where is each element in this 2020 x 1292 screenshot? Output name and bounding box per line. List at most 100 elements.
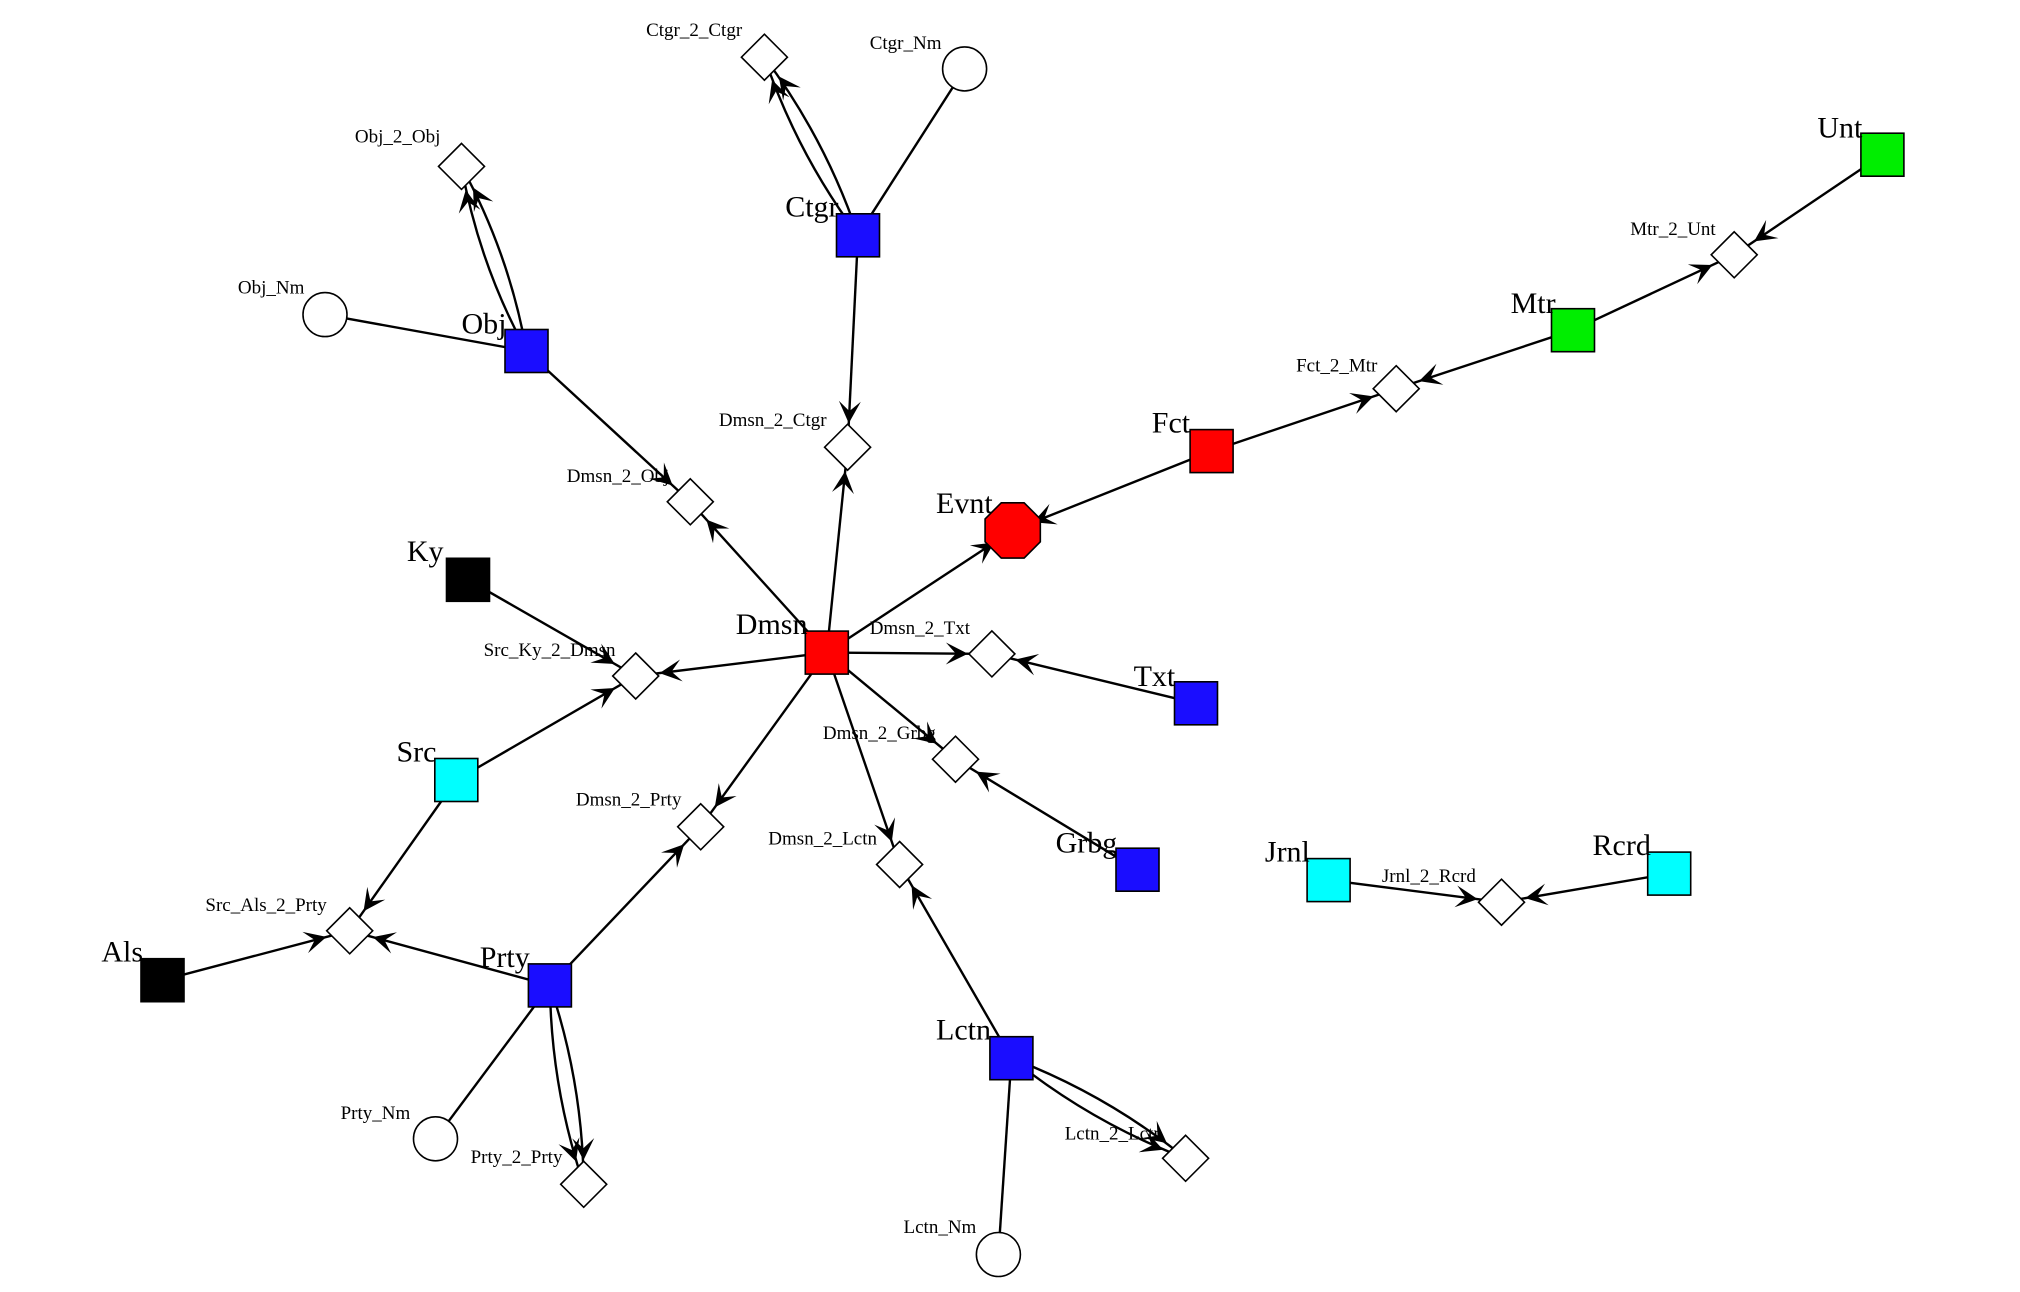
attribute-obj-nm[interactable] bbox=[302, 291, 348, 338]
association-src-als-2-prty[interactable] bbox=[325, 906, 374, 955]
association-label-lctn-2-lctn: Lctn_2_Lctn bbox=[1065, 1124, 1164, 1145]
entity-jrnl[interactable] bbox=[1306, 857, 1351, 903]
entity-label-ctgr: Ctgr bbox=[785, 191, 838, 224]
entity-label-als: Als bbox=[101, 936, 143, 969]
association-mtr-2-unt[interactable] bbox=[1710, 230, 1759, 279]
association-label-dmsn-2-prty: Dmsn_2_Prty bbox=[576, 790, 682, 811]
association-label-jrnl-2-rcrd: Jrnl_2_Rcrd bbox=[1382, 866, 1476, 887]
association-label-fct-2-mtr: Fct_2_Mtr bbox=[1296, 355, 1378, 376]
association-label-dmsn-2-grbg: Dmsn_2_Grbg bbox=[823, 723, 936, 744]
arrow-Dmsn-Evnt bbox=[969, 542, 995, 564]
edge-Obj_Nm bbox=[324, 313, 527, 353]
edge-Lctn_Nm bbox=[997, 1058, 1013, 1255]
association-dmsn-2-obj[interactable] bbox=[666, 477, 715, 526]
arrow-Dmsn_2_Lctn-1 bbox=[911, 885, 933, 910]
entity-label-txt: Txt bbox=[1134, 660, 1176, 693]
edge-Dmsn_2_Obj-1 bbox=[525, 350, 692, 503]
association-label-dmsn-2-ctgr: Dmsn_2_Ctgr bbox=[719, 410, 827, 431]
arrow-Lctn_2_Lctn-a bbox=[1138, 1131, 1164, 1153]
association-prty-2-prty[interactable] bbox=[559, 1160, 608, 1209]
arrow-Prty_2_Prty-b bbox=[572, 1138, 595, 1161]
entity-label-evnt: Evnt bbox=[936, 487, 993, 520]
arrow-Dmsn_2_Ctgr-0 bbox=[832, 471, 854, 495]
entity-label-lctn: Lctn bbox=[936, 1014, 991, 1047]
arrow-Ctgr_2_Ctgr-a bbox=[778, 76, 801, 101]
entity-label-ky: Ky bbox=[407, 535, 444, 568]
node-layer bbox=[140, 33, 1905, 1278]
association-dmsn-2-grbg[interactable] bbox=[931, 735, 980, 784]
edge-Dmsn_2_Lctn-0 bbox=[825, 652, 901, 865]
entity-prty[interactable] bbox=[527, 963, 573, 1008]
edge-Dmsn_2_Prty-1 bbox=[549, 825, 702, 987]
entity-src[interactable] bbox=[433, 757, 479, 803]
entity-rcrd[interactable] bbox=[1646, 851, 1692, 896]
entity-label-prty: Prty bbox=[480, 941, 530, 974]
attribute-prty-nm[interactable] bbox=[412, 1116, 459, 1162]
entity-unt[interactable] bbox=[1860, 132, 1905, 177]
association-label-mtr-2-unt: Mtr_2_Unt bbox=[1630, 219, 1716, 240]
association-label-src-ky-2-dmsn: Src_Ky_2_Dmsn bbox=[484, 640, 616, 661]
entity-ctgr[interactable] bbox=[835, 213, 881, 258]
arrow-Fct_2_Mtr-1 bbox=[1418, 363, 1444, 385]
edge-Dmsn-Evnt bbox=[826, 529, 1014, 654]
entity-label-unt: Unt bbox=[1817, 111, 1863, 144]
attribute-label-ctgr-nm: Ctgr_Nm bbox=[870, 33, 942, 54]
entity-als[interactable] bbox=[140, 957, 185, 1003]
arrow-Dmsn_2_Prty-1 bbox=[661, 844, 685, 868]
arrow-Src_Ky_2_Dmsn-0 bbox=[590, 643, 615, 665]
entity-dmsn[interactable] bbox=[804, 630, 850, 675]
arrow-Src_Als_2_Prty-2 bbox=[372, 932, 397, 954]
association-fct-2-mtr[interactable] bbox=[1372, 364, 1421, 413]
arrow-Lctn_2_Lctn-b bbox=[1142, 1120, 1167, 1144]
association-obj-2-obj[interactable] bbox=[437, 142, 486, 191]
association-src-ky-2-dmsn[interactable] bbox=[611, 651, 660, 701]
arrow-Dmsn_2_Lctn-0 bbox=[874, 817, 896, 842]
association-label-dmsn-2-txt: Dmsn_2_Txt bbox=[870, 618, 971, 639]
entity-label-rcrd: Rcrd bbox=[1593, 829, 1651, 862]
association-lctn-2-lctn[interactable] bbox=[1161, 1134, 1210, 1183]
entity-label-fct: Fct bbox=[1152, 407, 1191, 440]
arrow-layer bbox=[302, 76, 1779, 1162]
arrow-Mtr_2_Unt-1 bbox=[1754, 219, 1779, 242]
arrow-Dmsn_2_Txt-1 bbox=[1015, 654, 1040, 676]
edge-Obj_2_Obj-a bbox=[460, 165, 528, 352]
entity-lctn[interactable] bbox=[989, 1035, 1034, 1081]
arrow-Dmsn_2_Ctgr-1 bbox=[838, 400, 861, 424]
entity-mtr[interactable] bbox=[1550, 307, 1596, 353]
attribute-label-lctn-nm: Lctn_Nm bbox=[904, 1217, 977, 1238]
association-dmsn-2-lctn[interactable] bbox=[875, 840, 924, 889]
arrow-Jrnl_2_Rcrd-0 bbox=[1454, 885, 1478, 908]
association-label-ctgr-2-ctgr: Ctgr_2_Ctgr bbox=[646, 20, 743, 41]
edge-Prty_2_Prty-a bbox=[548, 985, 585, 1185]
entity-label-mtr: Mtr bbox=[1511, 287, 1556, 320]
edge-Ctgr_Nm bbox=[856, 68, 966, 236]
attribute-ctgr-nm[interactable] bbox=[941, 46, 988, 92]
arrow-Obj_2_Obj-b bbox=[458, 190, 481, 214]
edge-Ctgr_2_Ctgr-a bbox=[763, 56, 860, 236]
edge-Prty_2_Prty-b bbox=[548, 985, 585, 1185]
entity-fct[interactable] bbox=[1189, 428, 1234, 474]
arrow-Ctgr_2_Ctgr-b bbox=[768, 79, 790, 105]
arrow-Src_Als_2_Prty-1 bbox=[302, 931, 327, 954]
association-jrnl-2-rcrd[interactable] bbox=[1477, 878, 1526, 927]
entity-grbg[interactable] bbox=[1115, 847, 1160, 893]
attribute-lctn-nm[interactable] bbox=[975, 1231, 1022, 1278]
association-dmsn-2-prty[interactable] bbox=[676, 802, 725, 851]
arrow-Obj_2_Obj-a bbox=[473, 187, 494, 213]
arrow-Dmsn_2_Grbg-1 bbox=[976, 771, 1001, 793]
association-dmsn-2-ctgr[interactable] bbox=[823, 423, 872, 472]
entity-txt[interactable] bbox=[1173, 680, 1219, 726]
attribute-label-prty-nm: Prty_Nm bbox=[341, 1103, 411, 1124]
entity-obj[interactable] bbox=[504, 328, 549, 374]
association-label-dmsn-2-lctn: Dmsn_2_Lctn bbox=[768, 829, 877, 850]
arrow-Dmsn_2_Grbg-0 bbox=[913, 721, 938, 744]
association-ctgr-2-ctgr[interactable] bbox=[740, 33, 789, 82]
edge-Evnt-Fct bbox=[1012, 449, 1213, 532]
entity-label-src: Src bbox=[397, 735, 437, 768]
arrow-Dmsn_2_Obj-1 bbox=[649, 462, 673, 486]
entity-ky[interactable] bbox=[445, 557, 491, 603]
arrow-Dmsn_2_Obj-0 bbox=[706, 519, 730, 544]
entity-evnt[interactable] bbox=[984, 501, 1042, 559]
association-dmsn-2-txt[interactable] bbox=[967, 629, 1017, 679]
